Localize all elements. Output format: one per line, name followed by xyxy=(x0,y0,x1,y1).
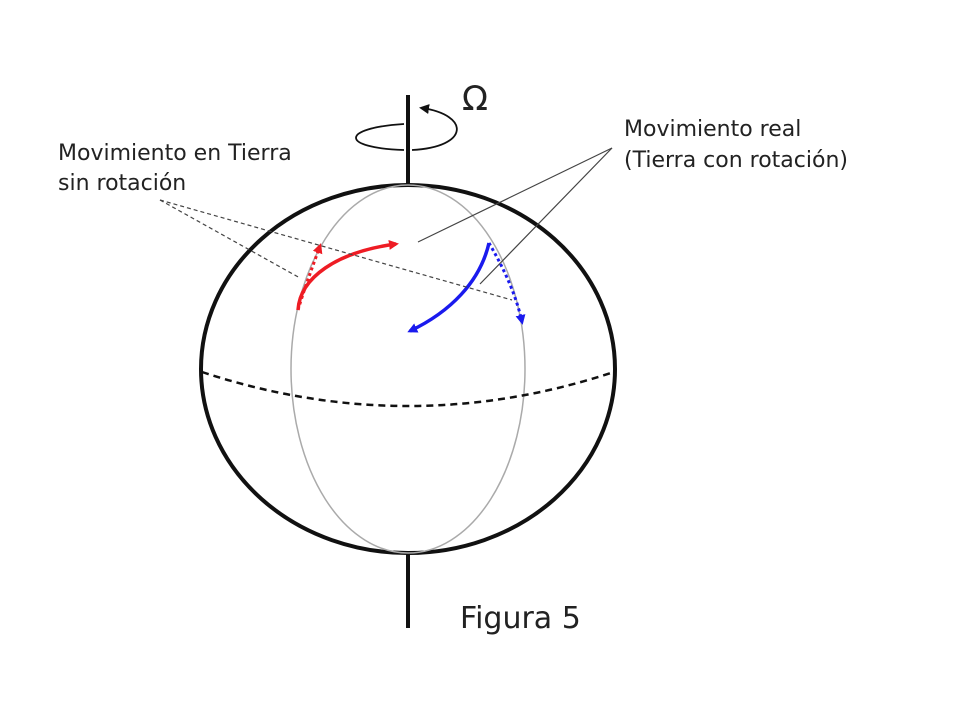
figure-caption: Figura 5 xyxy=(460,601,581,636)
label-left-line1: Movimiento en Tierra xyxy=(58,141,292,166)
leader-right-2 xyxy=(479,147,613,285)
rotation-direction-arrow xyxy=(355,108,458,151)
label-left-line2: sin rotación xyxy=(58,171,186,196)
earth-outline xyxy=(199,183,617,555)
blue-deflection-dotted xyxy=(487,242,526,325)
blue-real-path xyxy=(407,242,491,333)
equator-line xyxy=(201,370,615,408)
label-right-line1: Movimiento real xyxy=(624,117,801,142)
red-deflection-dotted xyxy=(296,243,323,311)
label-right-line2: (Tierra con rotación) xyxy=(624,148,848,173)
red-inertial-path xyxy=(296,239,399,311)
leader-right-1 xyxy=(417,147,613,243)
meridian-line xyxy=(290,184,526,554)
omega-label: Ω xyxy=(462,79,488,119)
leader-left-1 xyxy=(159,199,301,279)
leader-left-2 xyxy=(159,199,513,301)
